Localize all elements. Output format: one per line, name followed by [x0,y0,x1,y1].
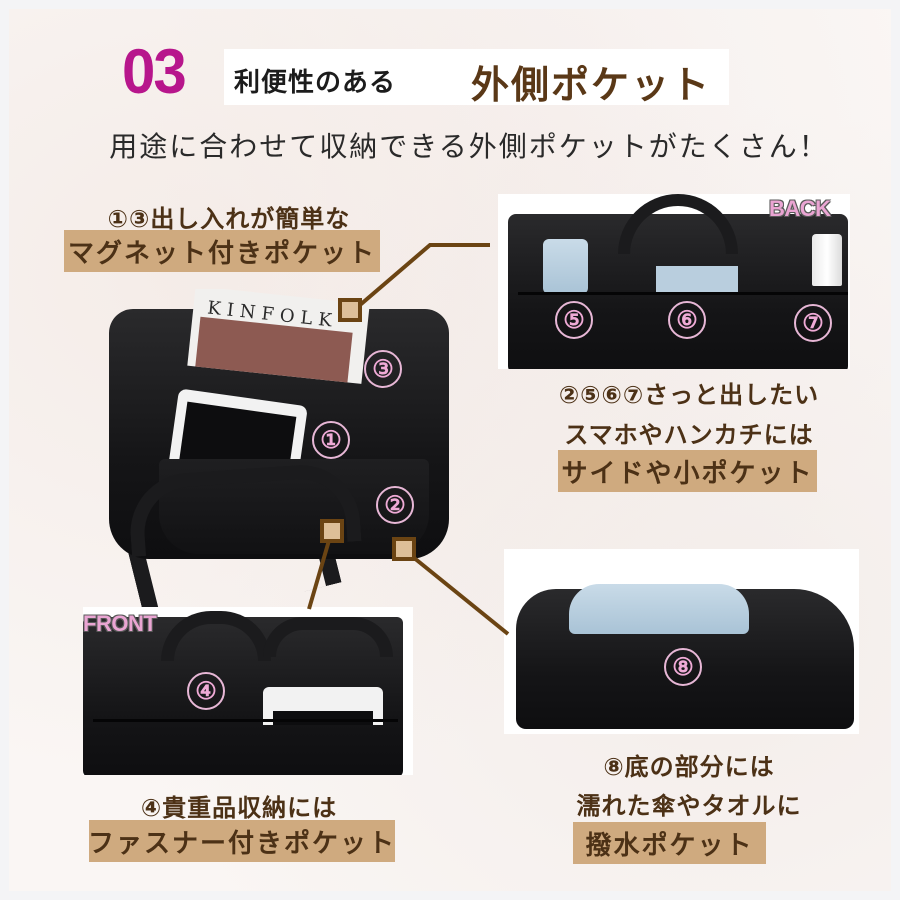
back-bag-photo: ⑤ ⑥ ⑦ [498,194,850,369]
title-background [224,49,729,105]
number-8: ⑧ [664,648,702,686]
caption-zipper-line1: ④貴重品収納には [140,794,338,822]
caption-magnet-line1: ①③出し入れが簡単な [107,205,351,233]
number-7: ⑦ [794,304,832,342]
number-2: ② [376,486,414,524]
caption-zipper-box: ファスナー付きポケット [88,820,395,862]
bag-handle-front-right [263,617,393,657]
bottle [812,234,842,286]
number-1: ① [312,421,350,459]
caption-bottom-box: 撥水ポケット [573,822,766,864]
front-label: FRONT [83,611,157,636]
caption-side-line1: ②⑤⑥⑦さっと出したい [558,381,820,409]
caption-bottom-line2: 濡れた傘やタオルに [576,792,802,820]
folded-umbrella [543,239,588,294]
number-4: ④ [187,672,225,710]
caption-magnet-box: マグネット付きポケット [64,230,380,272]
number-3: ③ [364,350,402,388]
subtitle: 用途に合わせて収納できる外側ポケットがたくさん！ [109,130,829,163]
tablet-front-screen [273,711,373,725]
bottom-bag-photo: ⑧ [504,549,859,734]
main-bag-photo: KINFOLK ③ ① ② [69,289,469,609]
caption-side-line2: スマホやハンカチには [564,421,814,449]
handkerchief [656,266,738,294]
bag-handle-back [618,194,738,254]
title-lead: 利便性のある [234,68,397,98]
product-feature-panel: 03 利便性のある 外側ポケット 用途に合わせて収納できる外側ポケットがたくさん… [9,9,891,891]
caption-side-box: サイドや小ポケット [558,450,817,492]
section-number: 03 [122,36,187,107]
title-main: 外側ポケット [471,63,712,107]
number-6: ⑥ [668,301,706,339]
front-bag-photo: ④ [83,607,413,775]
zipper-edge [93,719,398,722]
caption-bottom-line1: ⑧底の部分には [603,753,775,781]
pocket-edge [518,292,848,295]
number-5: ⑤ [555,301,593,339]
back-label: BACK [769,196,831,221]
tablet-front [263,687,383,725]
umbrella-in-pocket [569,584,749,634]
